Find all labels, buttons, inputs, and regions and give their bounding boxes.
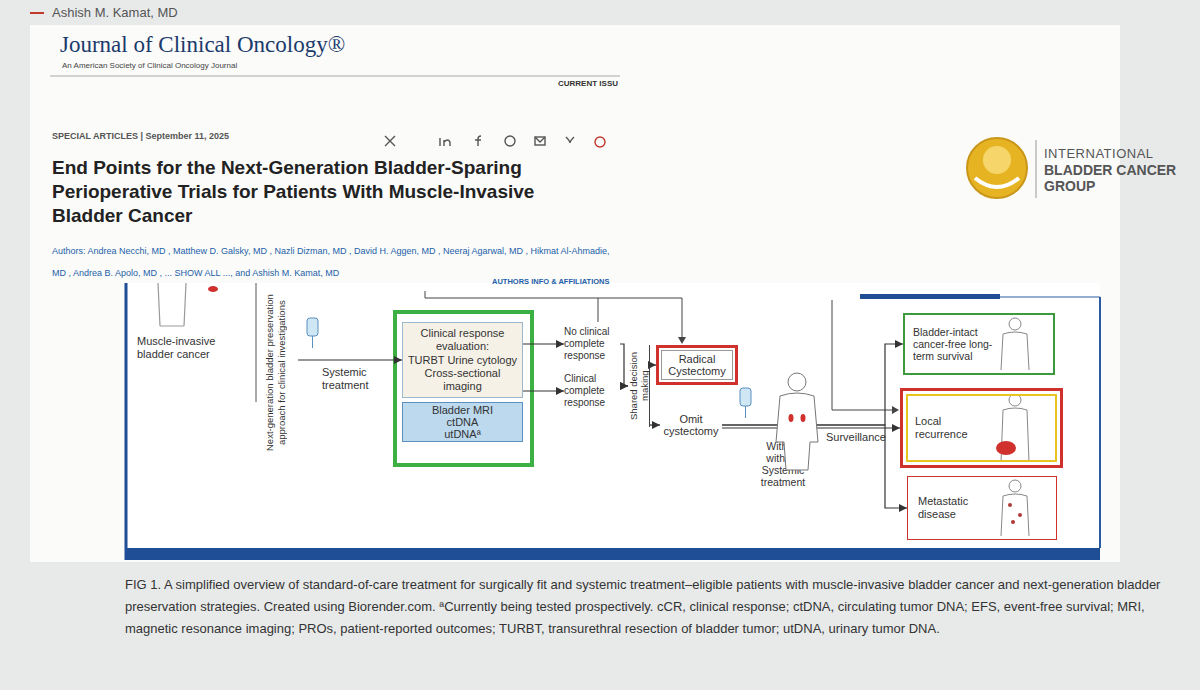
figure-top-rule (1000, 297, 1100, 298)
iv-tube (745, 406, 746, 418)
stage-label: Muscle-invasive bladder cancer (137, 335, 237, 361)
figure-left-border (125, 283, 128, 560)
flow-arrow (523, 390, 564, 391)
biomarker-box: Bladder MRI ctDNA utDNAª (402, 402, 523, 442)
journal-subtitle: An American Society of Clinical Oncology… (62, 61, 237, 70)
leader-line (598, 298, 599, 322)
node-text: Local recurrence (915, 415, 985, 441)
article-title: End Points for the Next-Generation Bladd… (52, 156, 597, 228)
node-text: Clinical response evaluation: (403, 327, 522, 353)
figure-right-border (1099, 297, 1101, 548)
mail-flap (535, 137, 545, 142)
reddit-icon (595, 137, 605, 147)
flow-arrow (650, 364, 656, 365)
node-text: TURBT Urine cytology Cross-sectional ima… (406, 354, 520, 393)
figure-caption: FIG 1. A simplified overview of standard… (125, 574, 1185, 640)
outcome-box: Bladder-intact cancer-free long-term sur… (903, 313, 1055, 375)
node-text: Radical Cystectomy (666, 353, 728, 377)
metastasis-dot (1018, 513, 1022, 517)
article-meta: SPECIAL ARTICLES | September 11, 2025 (52, 131, 229, 141)
flow-arrow (620, 385, 628, 386)
leader-line (832, 300, 893, 410)
x-icon (385, 136, 395, 146)
figure-area (125, 283, 1100, 553)
outcome-text: No clinical complete response (564, 325, 620, 363)
iv-bag (740, 388, 751, 406)
figure-body (1001, 494, 1029, 536)
journal-rule (50, 76, 620, 77)
share-icons (385, 136, 605, 147)
flow-arrow (298, 359, 402, 360)
node-text: No clinical complete response (564, 326, 620, 362)
mail-icon (535, 137, 545, 145)
outcome-text: Clinical complete response (564, 372, 620, 410)
figure-body (1001, 332, 1029, 370)
linkedin-icon (440, 138, 450, 146)
metastasis-dot (1008, 503, 1012, 507)
kidney (789, 414, 794, 422)
author-link: AUTHORS INFO & AFFILIATIONS (492, 277, 610, 286)
node-text: Metastatic disease (918, 495, 988, 521)
presenter-name: Ashish M. Kamat, MD (52, 5, 178, 20)
logo-globe (967, 138, 1027, 198)
header-accent (30, 12, 44, 14)
logo-hands (975, 178, 1019, 187)
edge-label: Systemic treatment (322, 366, 380, 392)
node-text: Bladder MRI ctDNA utDNAª (431, 404, 495, 440)
flow-arrow (523, 343, 564, 344)
outcome-box: Metastatic disease (907, 476, 1057, 540)
node-text: Next-generation bladder preservation app… (264, 290, 288, 455)
decision-bracket: Shared decision making (628, 345, 650, 427)
bluesky-icon (566, 137, 574, 143)
facebook-icon (475, 136, 481, 146)
panel-divider (256, 283, 257, 402)
leader-head (678, 337, 686, 344)
patient-head (788, 373, 806, 391)
figure-bottom-bar (125, 548, 1100, 560)
kidney (801, 414, 806, 422)
node-text: Omit cystectomy (660, 413, 722, 437)
vertical-band: Next-generation bladder preservation app… (262, 290, 298, 455)
surveillance-label: Surveillance (826, 431, 886, 443)
outcome-figure (1001, 318, 1029, 536)
node-text: Clinical complete response (564, 373, 620, 409)
flow-arrow (650, 424, 660, 425)
leader-head (892, 406, 899, 414)
logo-divider (1036, 140, 1037, 198)
wechat-icon (505, 136, 515, 146)
metastasis-dot (1011, 520, 1015, 524)
bladder-recurrence (996, 441, 1016, 455)
figure-head (1009, 318, 1021, 330)
figure-top-bar (860, 294, 1000, 299)
iv-bag (307, 318, 318, 336)
figure-head (1009, 394, 1021, 406)
cystectomy-box: Radical Cystectomy (656, 345, 738, 385)
figure-head (1009, 480, 1021, 492)
logo-inner (983, 146, 1011, 174)
evaluation-box: Clinical response evaluation:TURBT Urine… (402, 322, 523, 398)
node-text: Shared decision making (628, 345, 650, 427)
node-text: Bladder-intact cancer-free long-term sur… (913, 326, 995, 362)
patient-figure (158, 283, 186, 326)
omit-text: Omit cystectomy (660, 410, 722, 440)
iv-tube (312, 336, 313, 348)
biomarker-frame (395, 312, 532, 465)
logo-text: INTERNATIONAL (1044, 146, 1154, 161)
patient-body (776, 393, 818, 470)
outcome-box: Local recurrence (900, 388, 1063, 468)
flow-arrow (620, 344, 628, 386)
logo-text: BLADDER CANCER GROUP (1044, 162, 1194, 194)
article-panel (30, 25, 1120, 562)
journal-name: Journal of Clinical Oncology® (60, 32, 345, 58)
tumor-dot (208, 286, 218, 292)
nav-link: CURRENT ISSU (558, 79, 618, 88)
